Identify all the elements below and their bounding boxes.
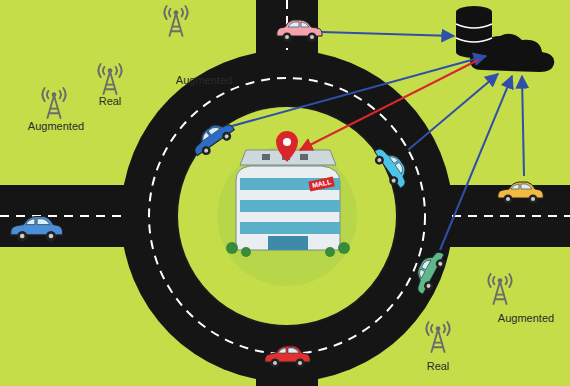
tower-label: Augmented — [498, 312, 554, 324]
tower-label: Real — [427, 360, 450, 372]
tower-label: Augmented — [176, 74, 232, 86]
tower-label: Augmented — [28, 120, 84, 132]
tower-label: Real — [99, 95, 122, 107]
